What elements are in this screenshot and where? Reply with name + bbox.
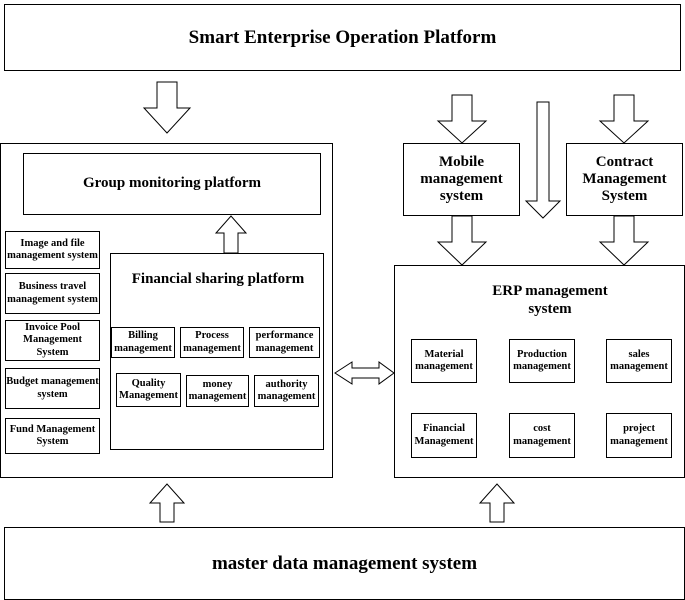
- erp-project: project management: [606, 413, 672, 458]
- top-platform-box: Smart Enterprise Operation Platform: [4, 4, 681, 71]
- arrow-up-financial-group: [214, 215, 248, 254]
- module-business-travel-label: Business travel management system: [7, 281, 98, 305]
- arrow-down-mobile-erp: [436, 215, 488, 266]
- mobile-system-box: Mobile management system: [403, 143, 520, 216]
- sharing-quality: Quality Management: [116, 373, 181, 407]
- arrow-down-into-contract: [598, 94, 650, 144]
- mobile-system-label: Mobile management system: [420, 153, 503, 205]
- arrow-down-into-mobile: [436, 94, 488, 144]
- module-invoice-pool-label: Invoice Pool Management System: [23, 321, 82, 358]
- erp-financial: Financial Management: [411, 413, 477, 458]
- sharing-authority: authority management: [254, 375, 319, 407]
- sharing-authority-label: authority management: [257, 378, 316, 402]
- arrow-down-contract-erp: [598, 215, 650, 266]
- erp-project-label: project management: [610, 423, 668, 447]
- contract-system-label: Contract Management System: [582, 153, 667, 205]
- sharing-money: money management: [186, 375, 249, 407]
- bottom-system-label: master data management system: [211, 552, 478, 574]
- erp-cost-label: cost management: [513, 423, 571, 447]
- module-budget: Budget management system: [5, 368, 100, 409]
- group-monitoring-box: Group monitoring platform: [23, 153, 321, 215]
- module-business-travel: Business travel management system: [5, 273, 100, 314]
- sharing-billing-label: Billing management: [114, 330, 172, 354]
- sharing-process: Process management: [180, 327, 244, 358]
- sharing-billing: Billing management: [111, 327, 175, 358]
- arrow-down-center-long: [524, 101, 562, 219]
- module-image-file-label: Image and file management system: [7, 237, 98, 261]
- erp-financial-label: Financial Management: [414, 423, 474, 447]
- sharing-performance-label: performance management: [255, 330, 314, 354]
- module-fund: Fund Management System: [5, 418, 100, 454]
- top-platform-label: Smart Enterprise Operation Platform: [188, 26, 497, 48]
- sharing-quality-label: Quality Management: [119, 377, 178, 401]
- arrow-bidirectional-left-erp: [334, 361, 395, 385]
- erp-production: Production management: [509, 339, 575, 383]
- erp-cost: cost management: [509, 413, 575, 458]
- arrow-up-bottom-left: [148, 483, 186, 523]
- module-invoice-pool: Invoice Pool Management System: [5, 320, 100, 361]
- erp-sales: sales management: [606, 339, 672, 383]
- group-monitoring-label: Group monitoring platform: [82, 175, 262, 192]
- sharing-money-label: money management: [188, 378, 247, 402]
- module-fund-label: Fund Management System: [9, 423, 96, 447]
- erp-label: ERP management system: [492, 283, 608, 317]
- arrow-up-bottom-erp: [478, 483, 516, 523]
- module-image-file: Image and file management system: [5, 231, 100, 269]
- financial-sharing-label: Financial sharing platform: [131, 271, 305, 287]
- sharing-performance: performance management: [249, 327, 320, 358]
- sharing-process-label: Process management: [183, 330, 241, 354]
- erp-material-label: Material management: [415, 348, 473, 372]
- erp-sales-label: sales management: [610, 348, 668, 372]
- arrow-down-top-left: [142, 81, 192, 134]
- contract-system-box: Contract Management System: [566, 143, 683, 216]
- module-budget-label: Budget management system: [6, 376, 99, 400]
- erp-production-label: Production management: [513, 348, 571, 372]
- erp-material: Material management: [411, 339, 477, 383]
